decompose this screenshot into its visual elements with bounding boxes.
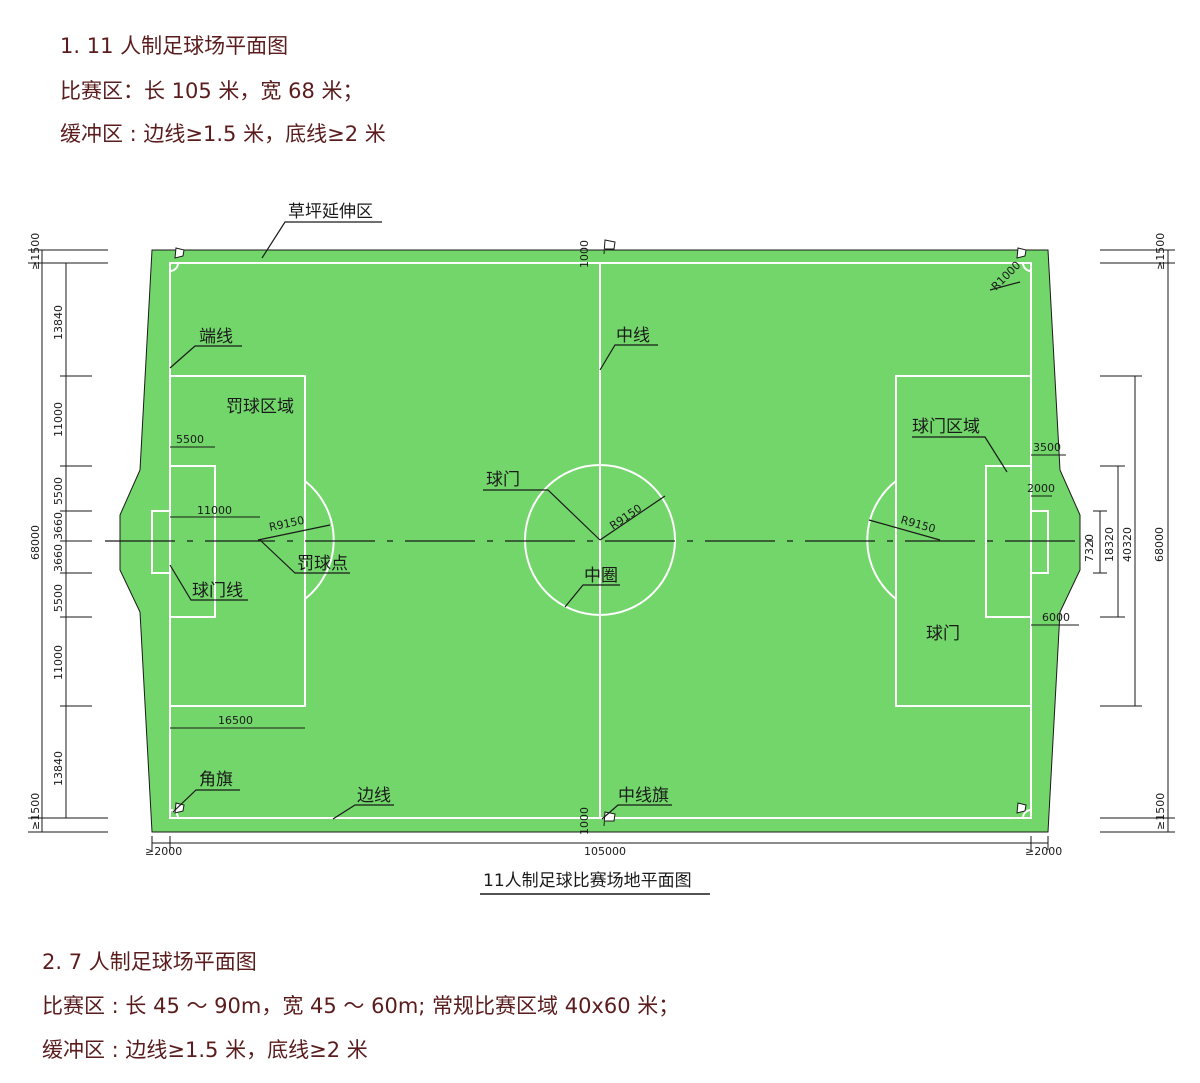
dim-penalty-spot-dist: 11000 bbox=[197, 504, 232, 517]
leader-lines bbox=[169, 221, 1021, 820]
section1-buffer-zone: 缓冲区 : 边线≥1.5 米，底线≥2 米 bbox=[60, 122, 386, 146]
dim-goal-post: 2000 bbox=[1027, 482, 1055, 495]
halfway-flag-top bbox=[603, 239, 616, 255]
dim-goal-area-width: 18320 bbox=[1103, 527, 1116, 562]
corner-arc-br bbox=[1022, 809, 1032, 819]
right-goal bbox=[1030, 510, 1049, 574]
internal-dimension-lines bbox=[151, 446, 1079, 850]
center-circle-shape bbox=[524, 464, 676, 616]
corner-arc-tr bbox=[1022, 262, 1032, 272]
dim-left-seg-8: 13840 bbox=[52, 751, 65, 786]
dim-left-top-buffer: ≥1500 bbox=[29, 233, 42, 270]
left-penalty-arc bbox=[304, 480, 335, 600]
dim-goal-depth: 3500 bbox=[1033, 441, 1061, 454]
label-penalty-spot: 罚球点 bbox=[297, 554, 348, 574]
dim-bottom-right: ≥2000 bbox=[1025, 845, 1062, 858]
dim-left-total: 68000 bbox=[29, 525, 42, 560]
dim-left-seg-6: 5500 bbox=[52, 584, 65, 612]
diagram-caption: 11人制足球比赛场地平面图 bbox=[483, 870, 692, 891]
corner-arc-tl bbox=[169, 262, 179, 272]
label-goal-line: 球门线 bbox=[192, 581, 243, 601]
dim-left-seg-4: 3660 bbox=[52, 512, 65, 540]
dim-flag-top: 1000 bbox=[578, 240, 591, 268]
label-penalty-area: 罚球区域 bbox=[226, 397, 294, 417]
dim-left-seg-1: 13840 bbox=[52, 305, 65, 340]
dim-bottom-total: 105000 bbox=[584, 845, 626, 858]
section2-title: 2. 7 人制足球场平面图 bbox=[42, 950, 257, 974]
dim-penalty-area-depth: 16500 bbox=[218, 714, 253, 727]
section1-match-area: 比赛区：长 105 米，宽 68 米； bbox=[60, 79, 364, 103]
corner-flag-bl bbox=[174, 802, 185, 814]
dim-right-bottom-buffer: ≥1500 bbox=[1154, 793, 1167, 830]
right-dimension-lines bbox=[1093, 249, 1175, 833]
label-touch-line: 边线 bbox=[357, 786, 391, 806]
dim-left-bottom-buffer: ≥1500 bbox=[29, 793, 42, 830]
dim-right-top-buffer: ≥1500 bbox=[1154, 233, 1167, 270]
label-halfway-flag: 中线旗 bbox=[618, 786, 669, 806]
label-end-line: 端线 bbox=[199, 327, 233, 347]
section2-match-area: 比赛区 : 长 45 ～ 90m，宽 45 ～ 60m; 常规比赛区域 40x6… bbox=[42, 994, 680, 1018]
dim-left-seg-5: 3660 bbox=[52, 544, 65, 572]
label-center-circle: 中圈 bbox=[584, 566, 618, 586]
dim-flag-bottom: 1000 bbox=[578, 807, 591, 835]
left-goal bbox=[151, 510, 171, 574]
label-center-line: 中线 bbox=[616, 326, 650, 346]
corner-flag-br bbox=[1016, 802, 1027, 814]
section1-title: 1. 11 人制足球场平面图 bbox=[60, 34, 289, 58]
dim-right-total: 68000 bbox=[1153, 527, 1166, 562]
dim-bottom-left: ≥2000 bbox=[145, 845, 182, 858]
dim-left-seg-3: 5500 bbox=[52, 477, 65, 505]
label-goal-right: 球门 bbox=[926, 624, 960, 644]
left-dimension-lines bbox=[28, 249, 108, 833]
label-goal-area: 球门区域 bbox=[912, 417, 980, 437]
label-turf-extension: 草坪延伸区 bbox=[288, 202, 373, 222]
label-goal-center: 球门 bbox=[486, 470, 520, 490]
dim-left-seg-7: 11000 bbox=[52, 645, 65, 680]
dim-left-seg-2: 11000 bbox=[52, 402, 65, 437]
right-penalty-arc bbox=[866, 480, 897, 600]
corner-flag-tl bbox=[174, 247, 185, 259]
section2-buffer-zone: 缓冲区 : 边线≥1.5 米，底线≥2 米 bbox=[42, 1038, 368, 1062]
dim-goal-area-depth: 5500 bbox=[176, 433, 204, 446]
corner-flag-tr bbox=[1016, 247, 1027, 259]
dim-goal-width: 7320 bbox=[1083, 534, 1096, 562]
dim-penalty-area-width: 40320 bbox=[1121, 527, 1134, 562]
label-corner-flag: 角旗 bbox=[199, 770, 233, 790]
dim-goal-area-depth-right: 6000 bbox=[1042, 611, 1070, 624]
